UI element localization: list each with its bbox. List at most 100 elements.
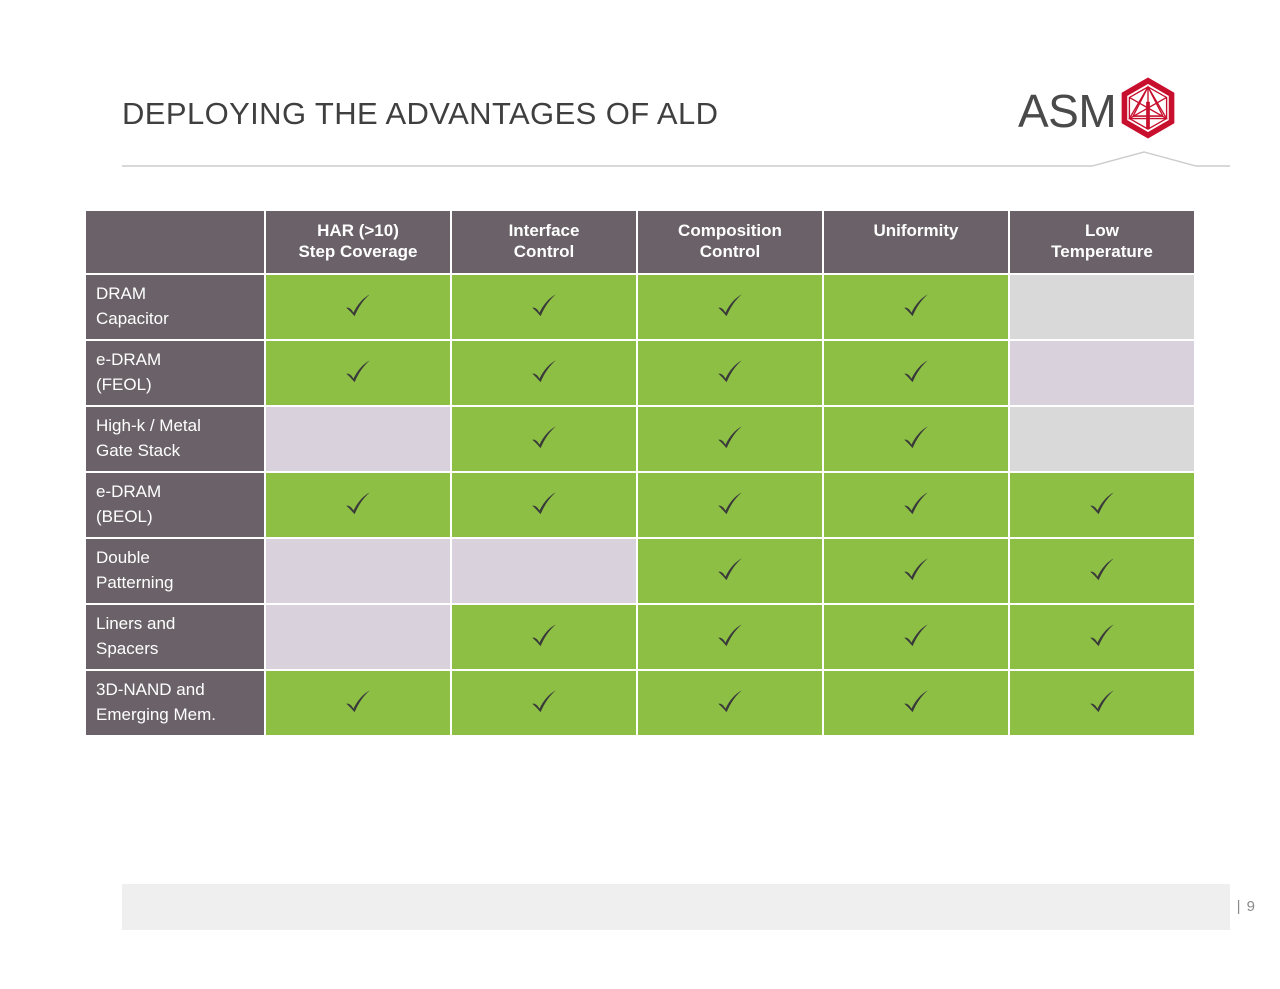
capability-cell xyxy=(266,407,450,471)
capability-cell xyxy=(638,473,822,537)
column-header-line-2: Step Coverage xyxy=(298,242,418,261)
capability-cell xyxy=(638,605,822,669)
row-header-cell: e-DRAM(BEOL) xyxy=(86,473,264,537)
capability-supported xyxy=(824,539,1008,603)
capability-cell xyxy=(266,539,450,603)
capability-cell xyxy=(824,407,1008,471)
capability-cell xyxy=(1010,671,1194,735)
column-header-line-1: Interface xyxy=(508,221,580,240)
capability-cell xyxy=(1010,539,1194,603)
check-icon xyxy=(718,492,742,515)
check-icon xyxy=(904,690,928,713)
capability-supported xyxy=(638,341,822,405)
check-icon xyxy=(532,624,556,647)
column-header-line-2: Control xyxy=(699,242,761,261)
brand-logo: ASM xyxy=(1018,76,1179,140)
capability-not-supported xyxy=(266,407,450,471)
table-row: e-DRAM(FEOL) xyxy=(86,341,1194,405)
capability-cell xyxy=(266,275,450,339)
capability-supported xyxy=(452,407,636,471)
capability-cell xyxy=(452,605,636,669)
capability-cell xyxy=(452,539,636,603)
check-icon xyxy=(904,294,928,317)
check-icon xyxy=(718,294,742,317)
asm-hexagon-icon xyxy=(1117,76,1179,144)
row-label-line-2: (FEOL) xyxy=(96,375,152,394)
row-label: e-DRAM(FEOL) xyxy=(86,341,264,405)
row-label-line-1: e-DRAM xyxy=(96,482,162,501)
check-icon xyxy=(718,624,742,647)
capability-cell xyxy=(824,671,1008,735)
column-header-line-2: Control xyxy=(513,242,575,261)
table-corner-cell xyxy=(86,211,264,273)
check-icon xyxy=(1090,690,1114,713)
column-header-uniformity: Uniformity xyxy=(824,211,1008,273)
row-label: e-DRAM(BEOL) xyxy=(86,473,264,537)
check-icon xyxy=(346,492,370,515)
column-header-line-1: Composition xyxy=(678,221,782,240)
capability-cell xyxy=(452,671,636,735)
capability-not-supported xyxy=(266,539,450,603)
capability-cell xyxy=(1010,275,1194,339)
capability-supported xyxy=(266,473,450,537)
column-header-line-1: HAR (>10) xyxy=(317,221,399,240)
check-icon xyxy=(346,690,370,713)
capability-cell xyxy=(1010,407,1194,471)
capability-cell xyxy=(266,341,450,405)
capability-supported xyxy=(638,671,822,735)
capability-cell xyxy=(824,275,1008,339)
check-icon xyxy=(1090,624,1114,647)
capability-not-supported xyxy=(1010,341,1194,405)
column-header-line-2: Temperature xyxy=(1051,242,1153,261)
capability-cell xyxy=(452,473,636,537)
table-row: e-DRAM(BEOL) xyxy=(86,473,1194,537)
table-corner-label xyxy=(86,211,264,273)
capability-supported xyxy=(824,473,1008,537)
check-icon xyxy=(904,558,928,581)
capability-cell xyxy=(1010,605,1194,669)
capability-cell xyxy=(266,671,450,735)
capability-supported xyxy=(824,275,1008,339)
capability-cell xyxy=(824,539,1008,603)
capability-cell xyxy=(266,473,450,537)
row-label-line-2: Spacers xyxy=(96,639,159,658)
capability-supported xyxy=(1010,473,1194,537)
check-icon xyxy=(904,492,928,515)
capability-cell xyxy=(266,605,450,669)
check-icon xyxy=(718,426,742,449)
title-divider xyxy=(122,151,1230,167)
page-number: | 9 xyxy=(1236,898,1256,915)
check-icon xyxy=(532,492,556,515)
check-icon xyxy=(904,426,928,449)
check-icon xyxy=(718,360,742,383)
capability-matrix-table: HAR (>10) Step Coverage Interface Contro… xyxy=(84,209,1196,737)
capability-supported xyxy=(452,473,636,537)
capability-supported xyxy=(824,407,1008,471)
capability-supported xyxy=(1010,605,1194,669)
row-label-line-2: Emerging Mem. xyxy=(96,705,216,724)
capability-not-supported xyxy=(452,539,636,603)
capability-cell xyxy=(638,275,822,339)
brand-wordmark: ASM xyxy=(1018,85,1117,137)
capability-supported xyxy=(638,539,822,603)
capability-not-supported xyxy=(1010,407,1194,471)
capability-cell xyxy=(824,605,1008,669)
row-label-line-1: 3D-NAND and xyxy=(96,680,205,699)
table-header-row: HAR (>10) Step Coverage Interface Contro… xyxy=(86,211,1194,273)
row-label-line-1: Double xyxy=(96,548,150,567)
capability-not-supported xyxy=(1010,275,1194,339)
row-label-line-2: Capacitor xyxy=(96,309,169,328)
row-label-line-2: Gate Stack xyxy=(96,441,181,460)
capability-supported xyxy=(266,671,450,735)
